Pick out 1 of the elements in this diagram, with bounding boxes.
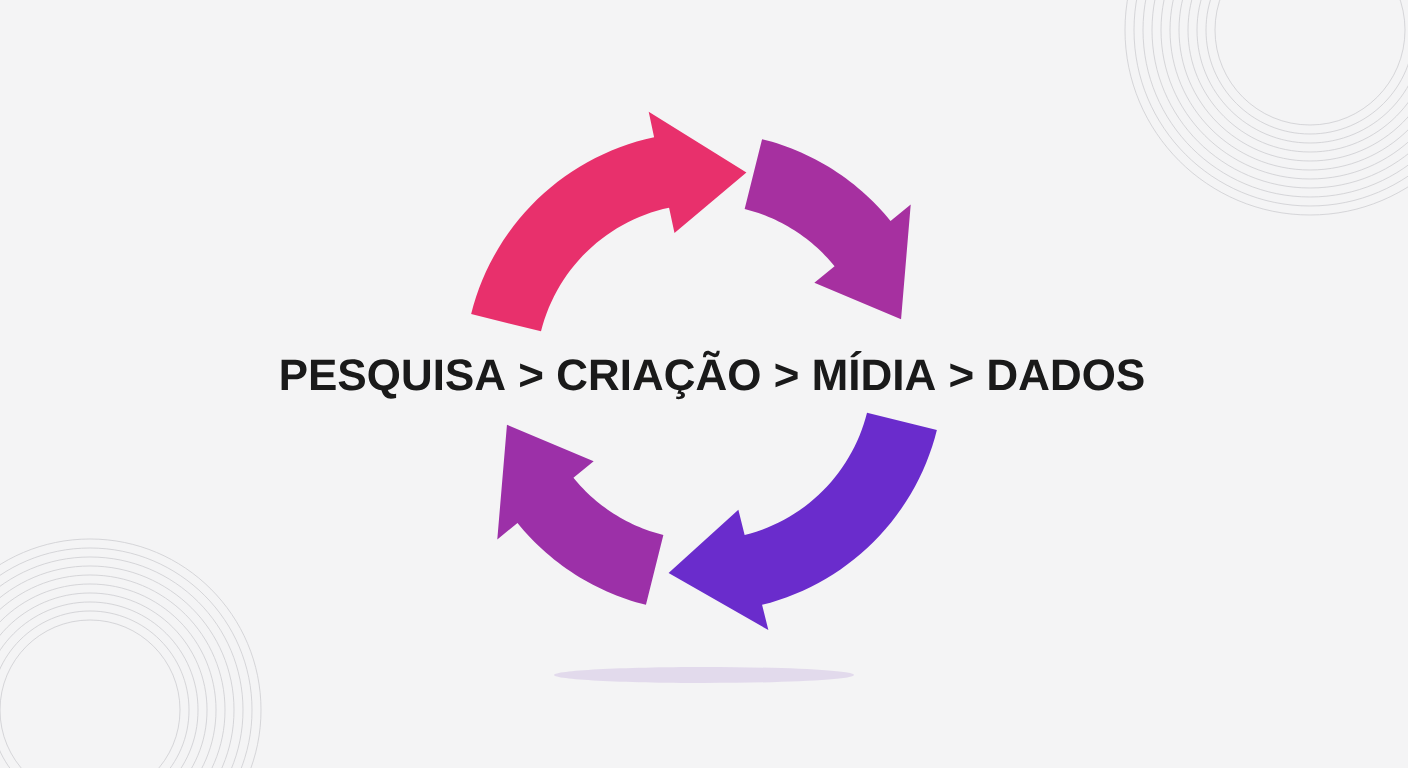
headline: PESQUISA > CRIAÇÃO > MÍDIA > DADOS (281, 350, 1144, 400)
